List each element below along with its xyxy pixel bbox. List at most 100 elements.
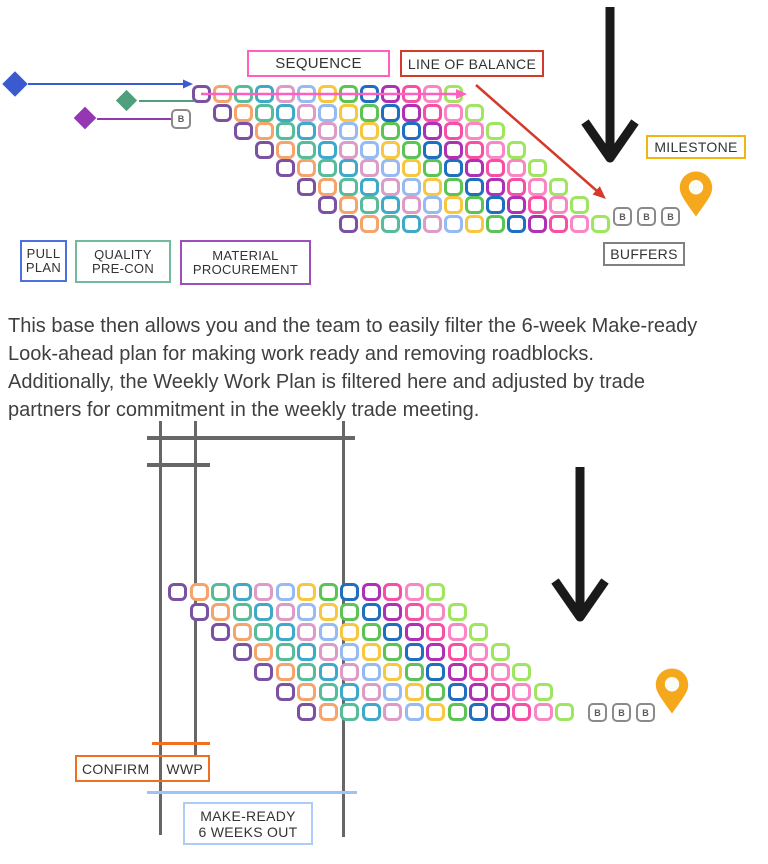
takt-square [486,177,505,196]
takt-square [402,140,421,159]
schedule-horizontal-line [147,463,210,467]
takt-square [232,623,252,641]
takt-square [447,703,467,721]
big-down-arrow-head [581,119,639,163]
takt-square [423,122,442,140]
buffer-letter: B [619,211,626,222]
takt-square [423,196,442,214]
bottom-diagram: B B B CONFIRM WWP MAKE-READY 6 WEEKS OUT [0,418,768,864]
takt-square [490,703,510,721]
takt-square [168,583,187,601]
paragraph-line: This base then allows you and the team t… [8,315,698,337]
takt-square [339,85,358,103]
pin-hole [664,677,680,692]
sequence-label: SEQUENCE [275,55,362,72]
takt-square [469,683,488,701]
buffer-square: B [613,207,632,226]
takt-square [426,583,445,601]
schedule-horizontal-line [147,436,355,440]
takt-square [404,623,424,641]
quality-precon-label-box: QUALITY PRE-CON [75,240,171,283]
takt-square [402,159,421,177]
buffer-square: B [637,207,656,226]
takt-square [469,703,488,721]
takt-square [486,196,505,214]
takt-square [444,103,463,122]
takt-square [340,623,359,641]
takt-square [570,214,589,233]
takt-square [404,583,424,601]
takt-square [381,214,400,233]
takt-square [339,177,358,196]
takt-square [447,603,467,621]
takt-square [402,177,421,196]
takt-square [423,140,442,159]
takt-square [276,85,295,103]
buffer-square: B [588,703,607,722]
wwp-label: WWP [166,760,203,777]
milestone-label: MILESTONE [654,139,738,155]
takt-square [447,683,467,701]
make-ready-line1: MAKE-READY [200,807,296,824]
confirm-wwp-label-box: CONFIRM WWP [75,755,210,782]
takt-square [360,122,379,140]
material-procurement-line1: MATERIAL [212,247,279,263]
takt-square [360,103,379,122]
takt-square [512,663,531,681]
takt-square [360,214,379,233]
takt-square [255,103,274,122]
line-of-balance-label: LINE OF BALANCE [407,55,537,72]
milestone-label-box: MILESTONE [646,135,746,159]
takt-square [297,177,316,196]
takt-square [340,583,359,601]
takt-square [404,683,424,701]
takt-square [402,103,421,122]
paragraph-line: Look-ahead plan for making work ready an… [8,343,594,365]
takt-square [254,643,273,661]
takt-square [528,196,547,214]
pull-plan-line1: PULL [26,246,61,261]
takt-square [318,703,338,721]
takt-square [447,623,467,641]
takt-square [507,196,526,214]
takt-square [507,214,526,233]
takt-square [339,196,358,214]
pin-hole [688,180,704,195]
takt-square [570,196,589,214]
takt-square [361,643,381,661]
takt-square [297,122,316,140]
takt-square [297,583,316,601]
material-procurement-label-box: MATERIAL PROCUREMENT [180,240,311,285]
takt-square [254,623,273,641]
takt-square [528,177,547,196]
takt-square [297,603,316,621]
takt-square [297,683,316,701]
takt-square [339,140,358,159]
takt-square [232,643,252,661]
takt-square [402,122,421,140]
takt-square [490,663,510,681]
pull-plan-arrowhead [183,79,193,89]
takt-square [486,159,505,177]
takt-square [275,663,295,681]
takt-square [549,177,568,196]
takt-square [549,196,568,214]
takt-square [318,196,337,214]
takt-square [444,214,463,233]
line-of-balance-arrowhead [592,186,606,199]
takt-square [465,140,484,159]
takt-square [383,703,402,721]
takt-square [339,103,358,122]
material-procurement-diamond [73,106,97,130]
takt-square [469,643,488,661]
takt-square [512,703,531,721]
takt-square [276,140,295,159]
takt-square [318,643,338,661]
takt-square [234,122,253,140]
takt-square [404,643,424,661]
takt-square [297,623,316,641]
takt-square [360,196,379,214]
takt-square [297,85,316,103]
takt-square [533,683,553,701]
takt-square [383,623,402,641]
